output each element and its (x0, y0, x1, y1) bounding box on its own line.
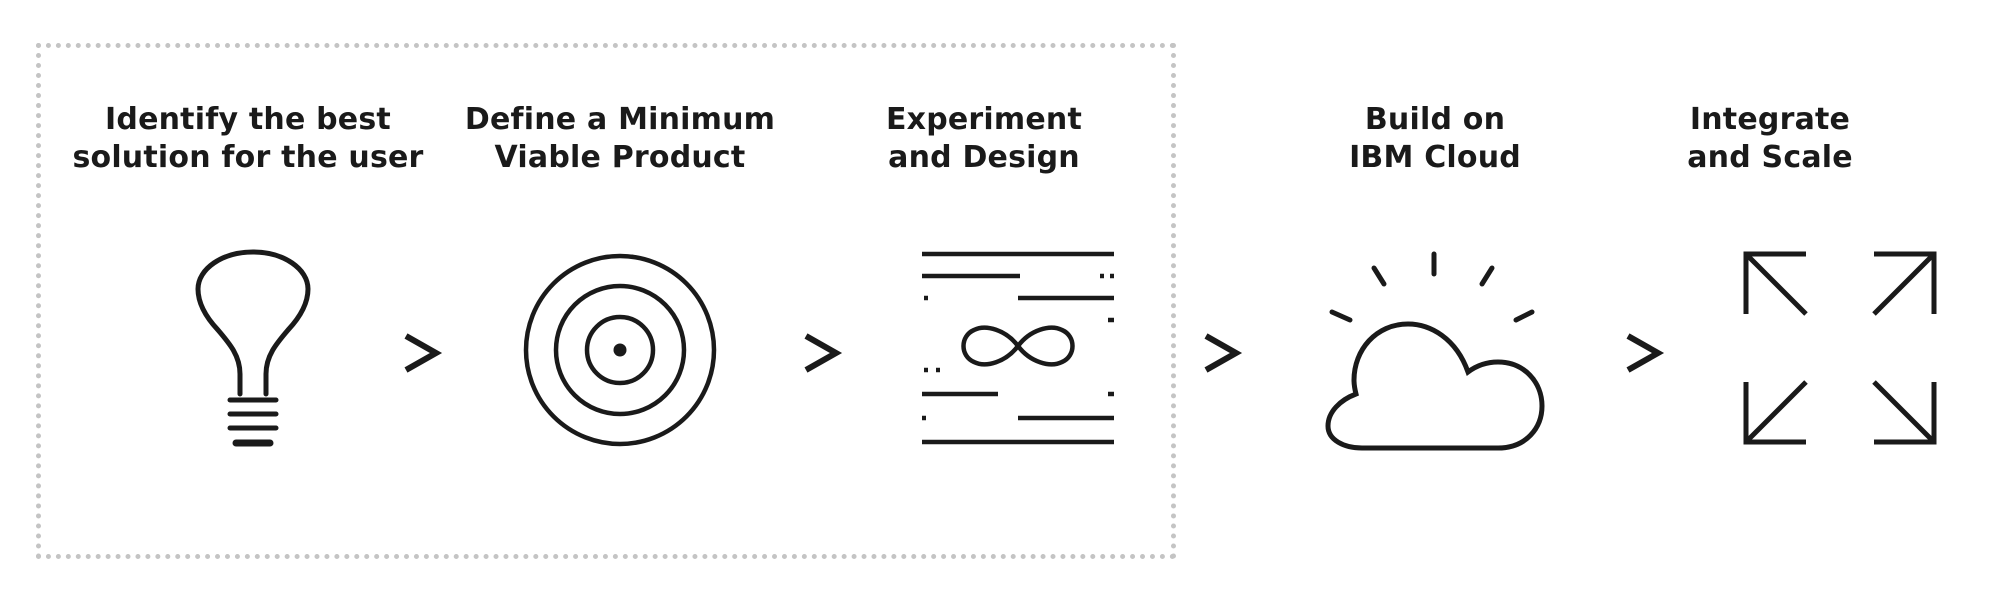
step-title-define-mvp: Define a Minimum Viable Product (430, 101, 810, 177)
step-title-line: Build on (1364, 102, 1506, 137)
connector-arrow (1200, 328, 1244, 378)
step-title-line: Viable Product (494, 140, 746, 175)
step-title-line: Integrate (1689, 102, 1851, 137)
infinity-design-icon (922, 250, 1118, 446)
step-title-experiment-design: Experiment and Design (794, 101, 1174, 177)
step-title-line: Experiment (885, 102, 1083, 137)
step-title-build-ibm-cloud: Build on IBM Cloud (1245, 101, 1625, 177)
connector-arrow (400, 328, 444, 378)
step-title-line: IBM Cloud (1349, 140, 1521, 175)
connector-arrow (800, 328, 844, 378)
lightbulb-icon (190, 248, 320, 448)
step-title-line: solution for the user (72, 140, 424, 175)
step-title-line: Define a Minimum (464, 102, 776, 137)
expand-arrows-icon (1742, 250, 1938, 446)
target-icon (522, 252, 718, 448)
connector-arrow (1622, 328, 1666, 378)
step-title-line: and Scale (1687, 140, 1853, 175)
step-title-line: and Design (888, 140, 1080, 175)
step-title-identify-solution: Identify the best solution for the user (58, 101, 438, 177)
step-title-line: Identify the best (105, 102, 391, 137)
step-title-integrate-scale: Integrate and Scale (1570, 101, 1970, 177)
sun-cloud-icon (1325, 250, 1552, 451)
highlighted-phase-frame (36, 43, 1176, 559)
